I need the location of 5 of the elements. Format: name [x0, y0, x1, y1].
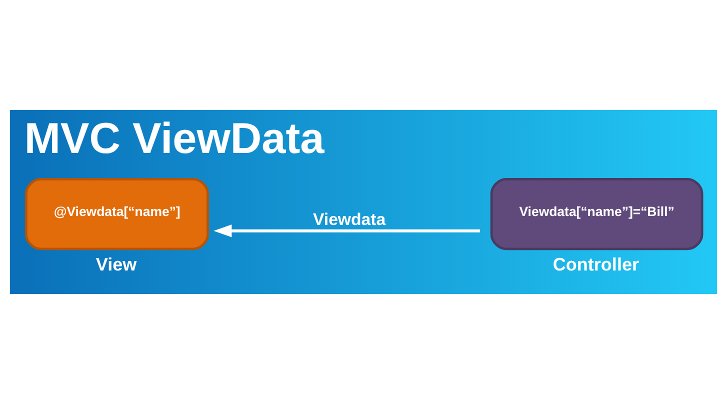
diagram-title: MVC ViewData — [24, 114, 324, 163]
node-label: View — [95, 254, 136, 274]
arrow — [213, 224, 480, 237]
edge-label: Viewdata — [312, 210, 386, 229]
node-label: Controller — [552, 254, 638, 274]
